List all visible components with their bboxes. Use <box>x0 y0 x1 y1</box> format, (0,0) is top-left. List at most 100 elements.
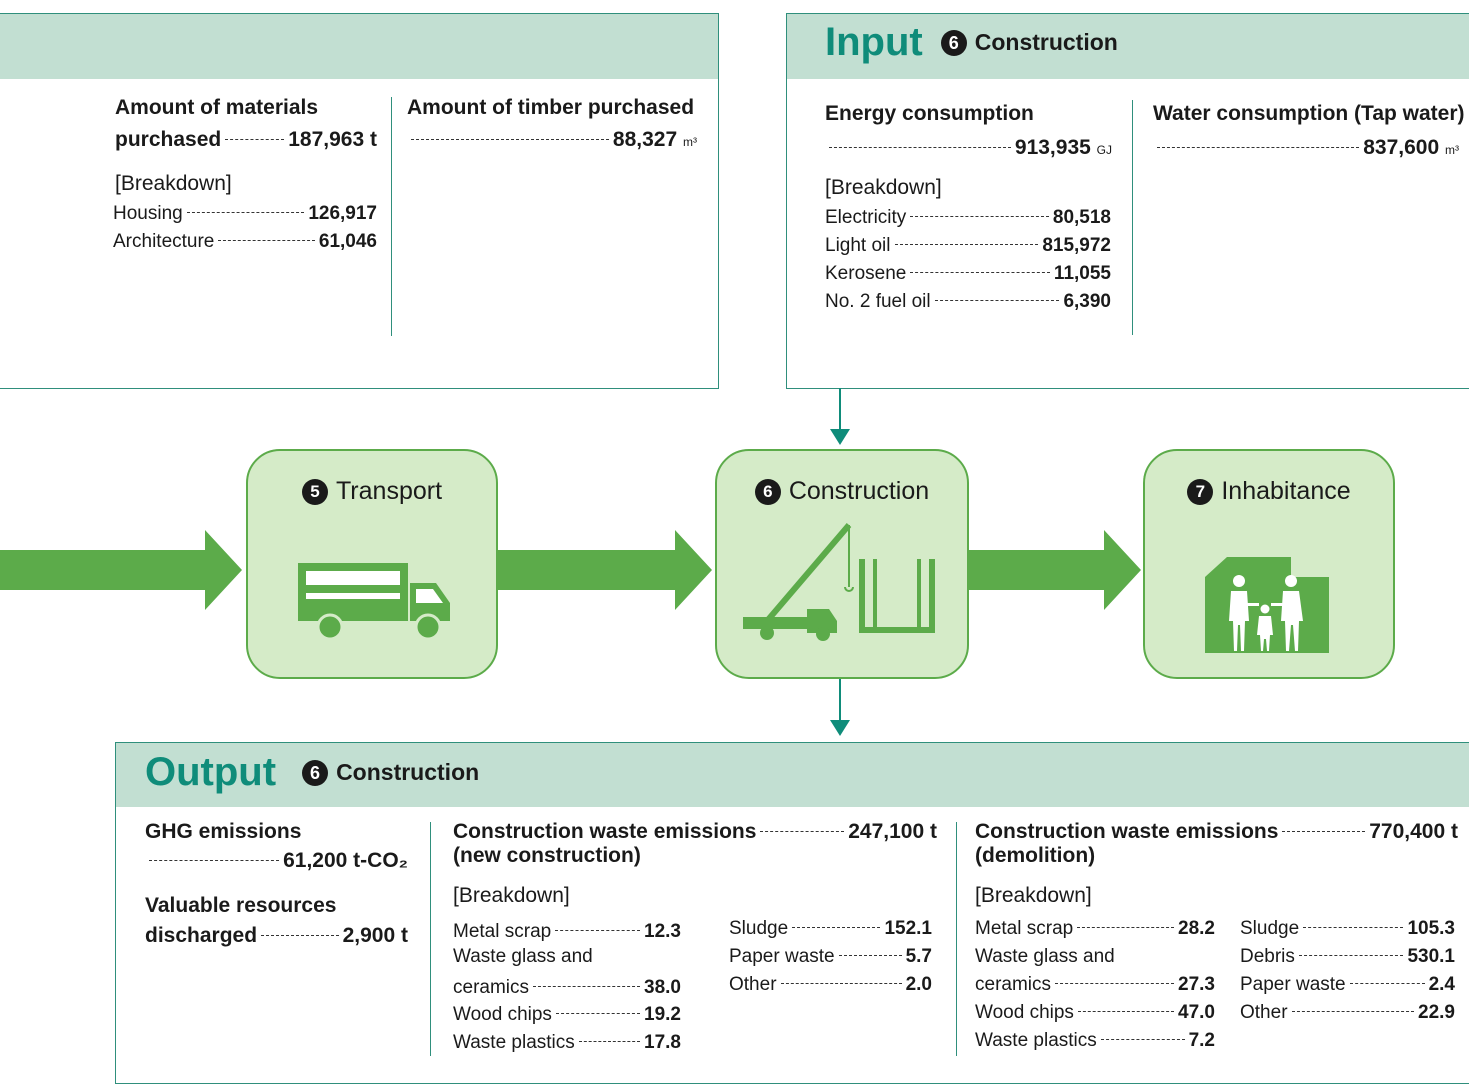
timber-label: Amount of timber purchased <box>407 96 695 119</box>
materials-label-2: purchased <box>115 128 222 151</box>
energy-breakdown-label: [Breakdown] <box>825 176 942 199</box>
row-value: 61,046 <box>318 231 377 252</box>
leader-line <box>555 1013 641 1014</box>
input-title: Input <box>825 20 923 64</box>
leader-line <box>411 139 609 140</box>
new-row-paper-waste: Paper waste 5.7 <box>729 943 932 971</box>
leader-line <box>149 860 280 861</box>
leader-line <box>910 216 1049 217</box>
output-subtitle: Construction <box>336 759 480 785</box>
new-row-waste-plastics: Waste plastics 17.8 <box>453 1029 681 1057</box>
row-label: Sludge <box>729 918 789 939</box>
row-value: 80,518 <box>1052 207 1111 228</box>
leader-line <box>1282 831 1366 832</box>
ghg-row: 61,200 t-CO₂ <box>145 845 408 877</box>
input-arrow-line <box>839 388 841 430</box>
valuable-label-2: discharged <box>145 924 258 947</box>
breakdown-row-kerosene: Kerosene 11,055 <box>825 260 1111 288</box>
stage-number-badge: 6 <box>754 479 781 505</box>
output-arrow-head <box>830 720 850 736</box>
new-row-waste-glass: Waste glass and <box>453 946 593 967</box>
stage-label: Inhabitance <box>1221 477 1351 505</box>
leader-line <box>792 927 881 928</box>
leader-line <box>186 212 305 213</box>
new-row-ceramics: ceramics 38.0 <box>453 974 681 1002</box>
valuable-value: 2,900 t <box>342 924 408 947</box>
new-row-metal-scrap: Metal scrap 12.3 <box>453 918 681 946</box>
stage-label: Transport <box>335 477 443 505</box>
demo-row-waste-plastics: Waste plastics 7.2 <box>975 1027 1215 1055</box>
panel-header <box>787 14 1469 79</box>
stage-number-badge: 6 <box>302 759 329 786</box>
row-label: ceramics <box>453 977 530 998</box>
row-label: Paper waste <box>729 946 835 967</box>
panel-header <box>116 743 1469 807</box>
energy-row: 913,935 GJ <box>825 132 1112 166</box>
leader-line <box>1298 955 1404 956</box>
demo-waste-label: Construction waste emissions <box>975 820 1279 843</box>
row-label: Light oil <box>825 235 891 256</box>
leader-line <box>1303 927 1404 928</box>
row-label: Waste plastics <box>453 1032 575 1053</box>
row-label: Debris <box>1240 946 1295 967</box>
leader-line <box>934 300 1060 301</box>
output-construction-panel <box>115 742 1469 1084</box>
valuable-label: Valuable resources <box>145 894 337 917</box>
energy-value: 913,935 GJ <box>1014 136 1112 159</box>
demo-row-other: Other 22.9 <box>1240 999 1455 1027</box>
materials-purchased-row: purchased 187,963 t <box>115 124 377 156</box>
water-value: 837,600 m³ <box>1363 136 1459 159</box>
row-label: Wood chips <box>975 1002 1074 1023</box>
input-title-block: Input 6 Construction <box>825 20 1118 65</box>
demo-waste-row: Construction waste emissions 770,400 t <box>975 816 1458 848</box>
materials-breakdown-label: [Breakdown] <box>115 172 232 195</box>
leader-line <box>1291 1011 1415 1012</box>
leader-line <box>261 935 339 936</box>
leader-line <box>910 272 1050 273</box>
materials-value: 187,963 t <box>288 128 377 151</box>
row-value: 126,917 <box>308 203 377 224</box>
timber-value: 88,327 m³ <box>612 128 697 151</box>
column-divider <box>956 822 957 1056</box>
water-label: Water consumption (Tap water) <box>1153 102 1465 125</box>
leader-line <box>1055 983 1175 984</box>
breakdown-row-fuel-oil: No. 2 fuel oil 6,390 <box>825 288 1111 316</box>
row-value: 27.3 <box>1178 974 1215 995</box>
output-title-block: Output 6 Construction <box>145 750 479 795</box>
stage-number-badge: 6 <box>940 29 967 56</box>
row-value: 19.2 <box>644 1004 681 1025</box>
row-value: 530.1 <box>1407 946 1455 967</box>
row-label: Sludge <box>1240 918 1300 939</box>
leader-line <box>1100 1039 1185 1040</box>
breakdown-row-housing: Housing 126,917 <box>113 200 377 228</box>
energy-unit: GJ <box>1096 143 1112 157</box>
breakdown-row-architecture: Architecture 61,046 <box>113 228 377 256</box>
arrow-into-transport <box>0 530 242 610</box>
row-label: Metal scrap <box>975 918 1074 939</box>
row-value: 38.0 <box>644 977 681 998</box>
leader-line <box>894 244 1039 245</box>
leader-line <box>1349 983 1425 984</box>
row-label: Electricity <box>825 207 907 228</box>
leader-line <box>1157 147 1360 148</box>
leader-line <box>218 240 315 241</box>
leader-line <box>533 986 641 987</box>
leader-line <box>780 983 902 984</box>
arrow-construction-to-inhabitance <box>967 530 1141 610</box>
valuable-row: discharged 2,900 t <box>145 920 408 952</box>
panel-header <box>0 14 718 79</box>
row-value: 815,972 <box>1042 235 1111 256</box>
demo-row-waste-glass: Waste glass and <box>975 946 1115 967</box>
crane-truck-icon <box>743 523 935 641</box>
leader-line <box>838 955 902 956</box>
new-row-other: Other 2.0 <box>729 971 932 999</box>
column-divider <box>391 97 392 336</box>
new-waste-value: 247,100 t <box>848 820 937 843</box>
row-label: Other <box>729 974 777 995</box>
row-label: Metal scrap <box>453 921 552 942</box>
truck-icon <box>298 563 450 641</box>
